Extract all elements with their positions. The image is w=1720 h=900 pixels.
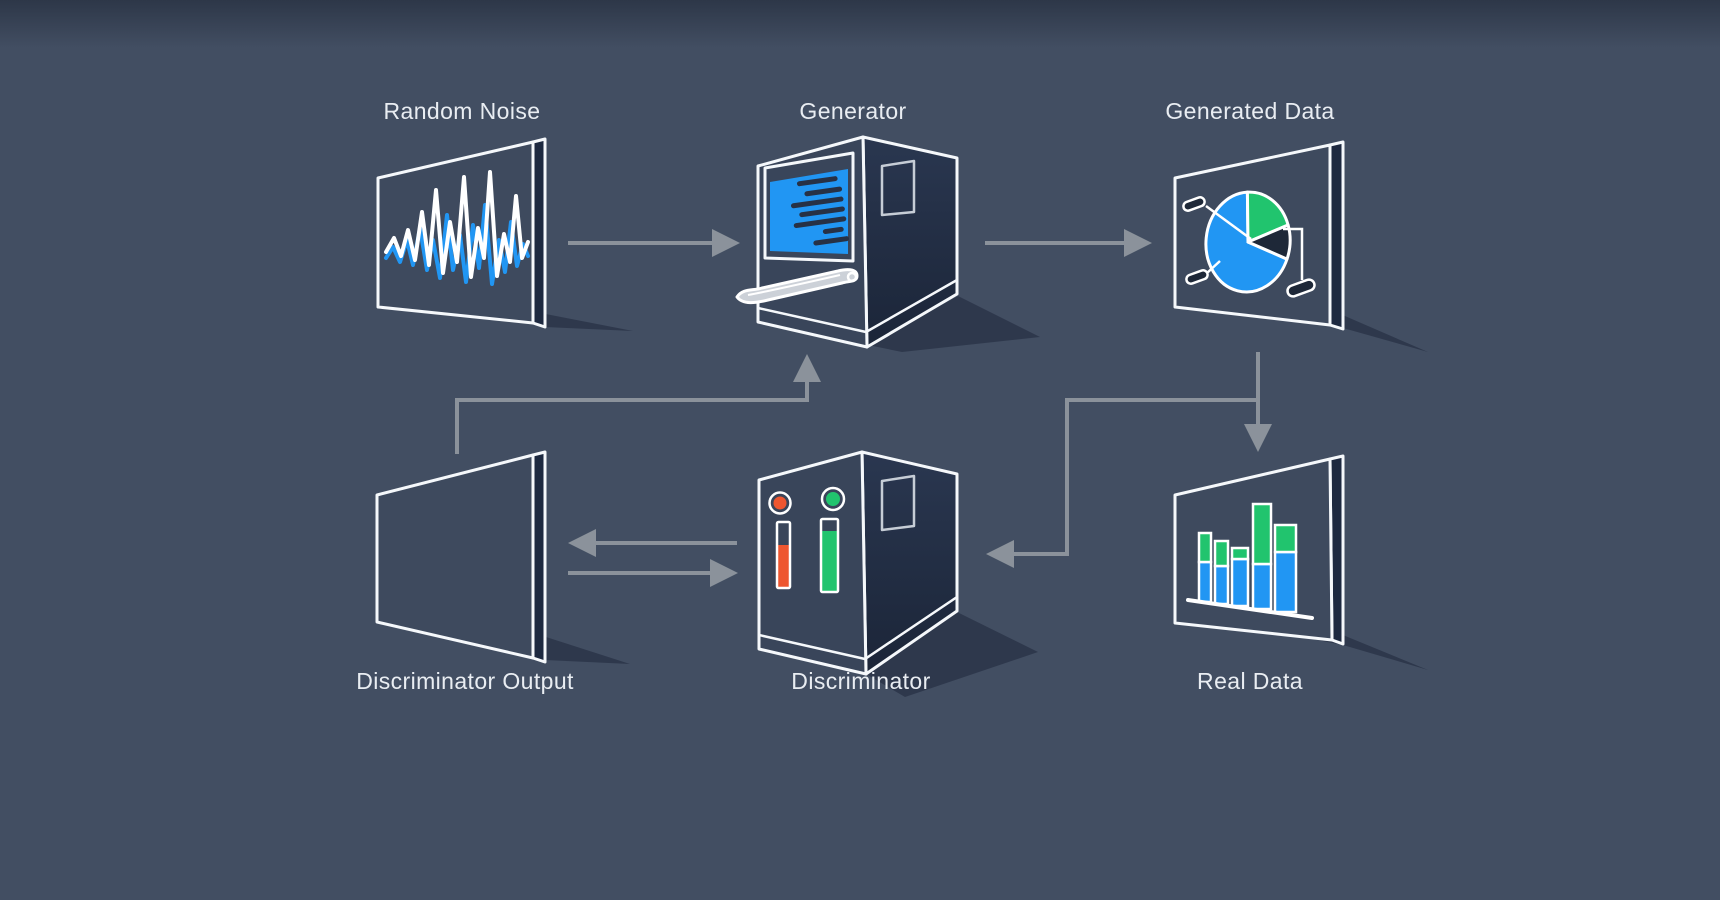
bar-4 (1251, 502, 1273, 611)
machine-front-face (757, 450, 868, 676)
node-discriminator-output (375, 450, 547, 664)
flow-arrows (455, 229, 1272, 587)
shadow-generator (868, 296, 1040, 352)
label-discriminator-output: Discriminator Output (356, 668, 574, 694)
side-window (880, 474, 916, 532)
side-window (880, 159, 916, 217)
indicator-gauges (775, 517, 840, 594)
arrow-generated-data-to-real-data (1244, 352, 1272, 452)
pie-leader-lines (1205, 204, 1304, 280)
label-discriminator: Discriminator (791, 668, 931, 694)
arrow-discriminator-to-discriminator-output (568, 529, 737, 557)
node-generator (735, 135, 959, 349)
panel-side-edge (531, 450, 547, 664)
pie-slice-dark (1246, 223, 1292, 261)
red-light-icon (773, 496, 787, 510)
arrow-discriminator-output-to-discriminator (568, 559, 738, 587)
paper-output-icon (735, 268, 859, 305)
label-random-noise: Random Noise (383, 98, 541, 124)
node-discriminator (757, 450, 959, 676)
label-generator: Generator (799, 98, 907, 124)
panel-side-edge (531, 137, 547, 329)
arrow-generator-to-generated-data (985, 229, 1152, 257)
machine-plinth-line (758, 595, 958, 661)
pie-chart-icon (1182, 190, 1316, 298)
top-vignette (0, 0, 1720, 48)
orange-gauge-outline (775, 520, 792, 590)
panel-side-edge (1328, 140, 1345, 331)
indicator-lights (768, 486, 846, 515)
panel-face (375, 453, 535, 660)
orange-gauge-fill (777, 545, 790, 588)
screen-text-lines (790, 176, 850, 246)
green-gauge-outline (819, 517, 840, 594)
screen-bezel (763, 151, 855, 263)
node-real-data (1173, 454, 1345, 646)
shadow-discriminator (866, 612, 1038, 697)
arrow-generated-data-to-discriminator (986, 398, 1258, 568)
bar-chart-icon (1186, 502, 1314, 620)
green-light-ring (820, 486, 846, 512)
pie-label-pills (1182, 196, 1316, 298)
bar-5 (1273, 523, 1298, 614)
green-light-icon (826, 492, 840, 506)
pie-slice-blue (1204, 190, 1289, 294)
green-gauge-fill (821, 531, 838, 592)
pie-slice-green (1245, 190, 1290, 244)
label-generated-data: Generated Data (1165, 98, 1335, 124)
bar-2 (1213, 539, 1230, 606)
label-real-data: Real Data (1197, 668, 1303, 694)
bar-chart-baseline (1186, 598, 1314, 620)
waveform-icon (384, 170, 530, 286)
bar-3 (1230, 546, 1250, 608)
arrow-feedback-to-generator (455, 354, 821, 454)
arrow-random-noise-to-generator (568, 229, 740, 257)
node-random-noise (376, 137, 547, 329)
red-light-ring (768, 491, 792, 515)
node-generated-data (1173, 140, 1345, 331)
bar-1 (1197, 531, 1213, 604)
machine-plinth-line (757, 278, 958, 334)
